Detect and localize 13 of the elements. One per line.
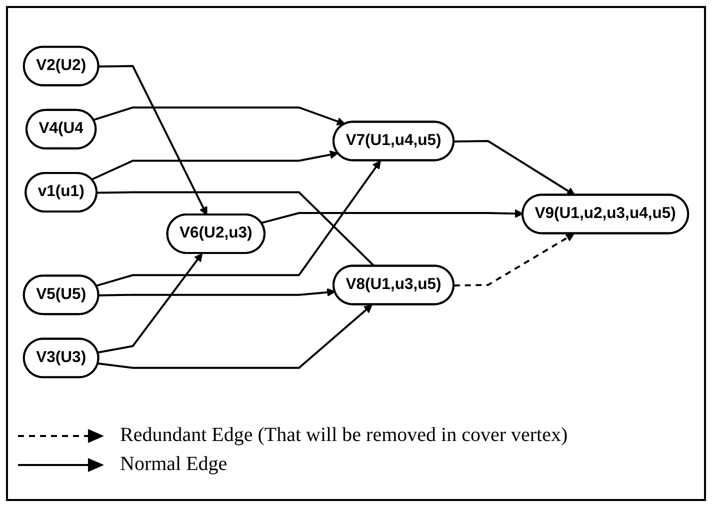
arrow [96,160,381,287]
arrow [454,233,574,286]
arrow [93,106,346,126]
arrow [98,304,372,369]
arrow [454,140,576,196]
arrow [261,209,524,224]
connector [97,191,376,267]
legend-text: Redundant Edge (That will be removed in cover vertex) [120,424,568,447]
legend-text: Normal Edge [120,453,228,476]
arrow [98,65,208,216]
arrow [98,288,336,297]
arrow [98,253,203,354]
arrow [91,150,338,180]
